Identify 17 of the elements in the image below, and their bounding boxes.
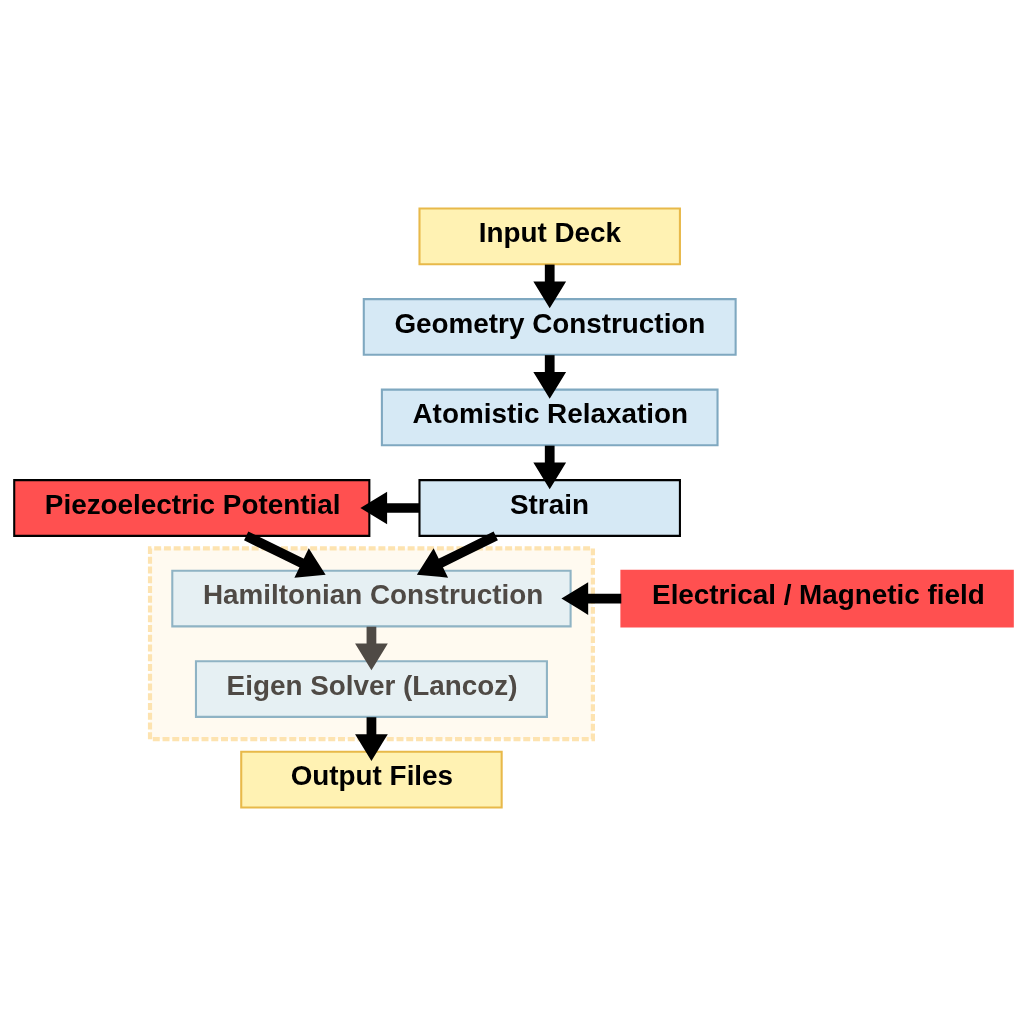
arrow: [533, 264, 567, 309]
node-box: Output Files: [240, 750, 503, 809]
arrow: [355, 717, 388, 761]
node-box: Hamiltonian Construction: [171, 569, 572, 628]
node-box: Eigen Solver (Lancoz): [194, 660, 548, 718]
node-box: Geometry Construction: [362, 298, 737, 356]
arrow: [355, 626, 388, 671]
node-box: Input Deck: [418, 207, 681, 266]
node-box: Atomistic Relaxation: [380, 388, 719, 447]
node-box: Piezoelectric Potential: [13, 479, 371, 537]
arrow: [244, 531, 326, 578]
arrow: [360, 491, 420, 525]
node-box: Electrical / Magnetic field: [620, 569, 1014, 628]
arrow: [533, 445, 567, 490]
arrow: [561, 582, 622, 615]
node-box: Strain: [418, 479, 681, 537]
arrow: [533, 355, 567, 399]
